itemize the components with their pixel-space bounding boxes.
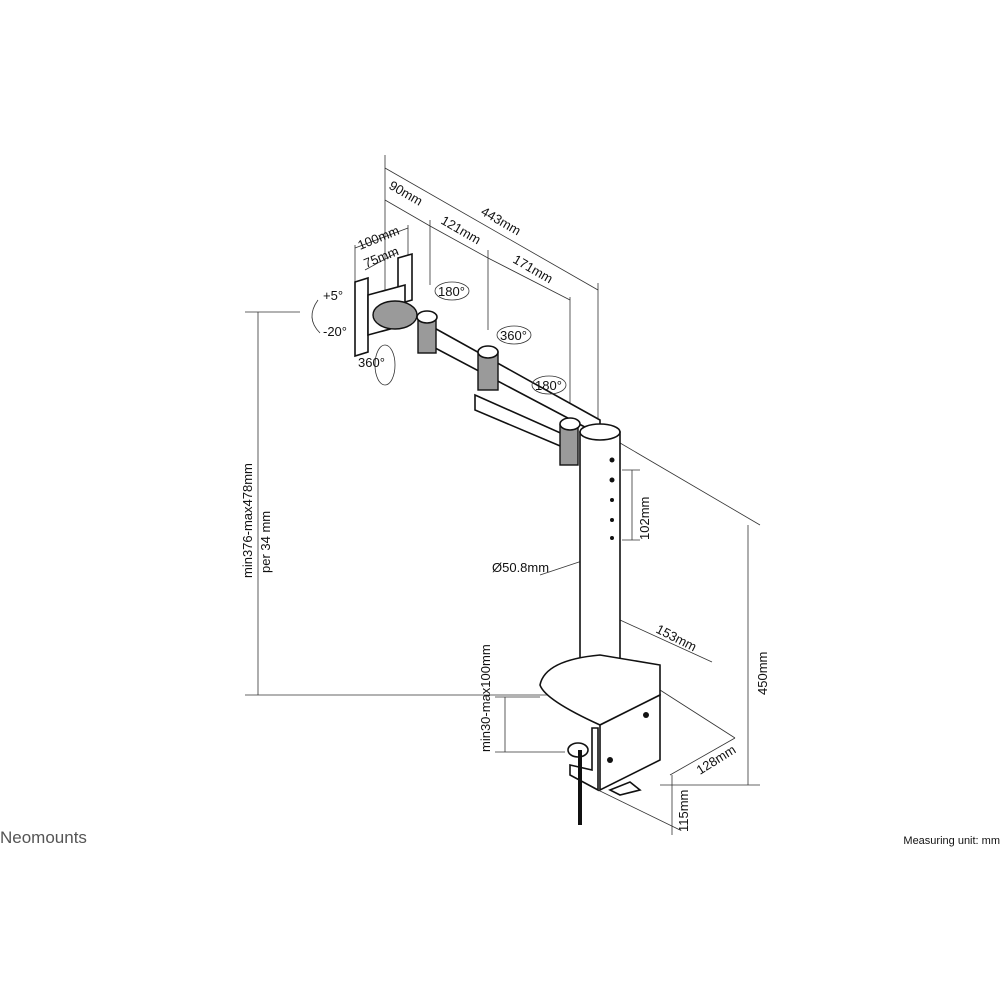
label-tilt-down: -20° bbox=[323, 324, 347, 339]
label-base-depth: 153mm bbox=[654, 621, 699, 654]
pole bbox=[579, 431, 621, 673]
vesa-plate-left bbox=[354, 276, 369, 358]
label-clamp-height: 115mm bbox=[676, 790, 691, 832]
dimension-lines bbox=[245, 155, 761, 835]
monitor-arm bbox=[311, 252, 661, 825]
label-rotation: 360° bbox=[358, 355, 385, 370]
brand-logo: Neomounts bbox=[0, 828, 87, 847]
label-seg2: 121mm bbox=[439, 213, 484, 248]
label-total-reach: 443mm bbox=[479, 204, 524, 239]
label-height-range: min376-max478mm bbox=[240, 463, 255, 578]
label-swivel1: 180° bbox=[438, 284, 465, 299]
clamp-side bbox=[599, 693, 661, 792]
label-height-step: per 34 mm bbox=[258, 511, 273, 573]
label-pole-diameter: Ø50.8mm bbox=[492, 560, 549, 575]
label-clamp-width: 128mm bbox=[694, 742, 739, 778]
label-tilt-up: +5° bbox=[323, 288, 343, 303]
measuring-unit: Measuring unit: mm bbox=[903, 835, 1000, 847]
label-swivel2: 360° bbox=[500, 328, 527, 343]
clamp-top bbox=[539, 654, 661, 726]
label-hole-spacing: 102mm bbox=[637, 497, 652, 540]
label-swivel3: 180° bbox=[535, 378, 562, 393]
label-pole-height: 450mm bbox=[755, 652, 770, 695]
label-desk-thickness: min30-max100mm bbox=[478, 644, 493, 752]
